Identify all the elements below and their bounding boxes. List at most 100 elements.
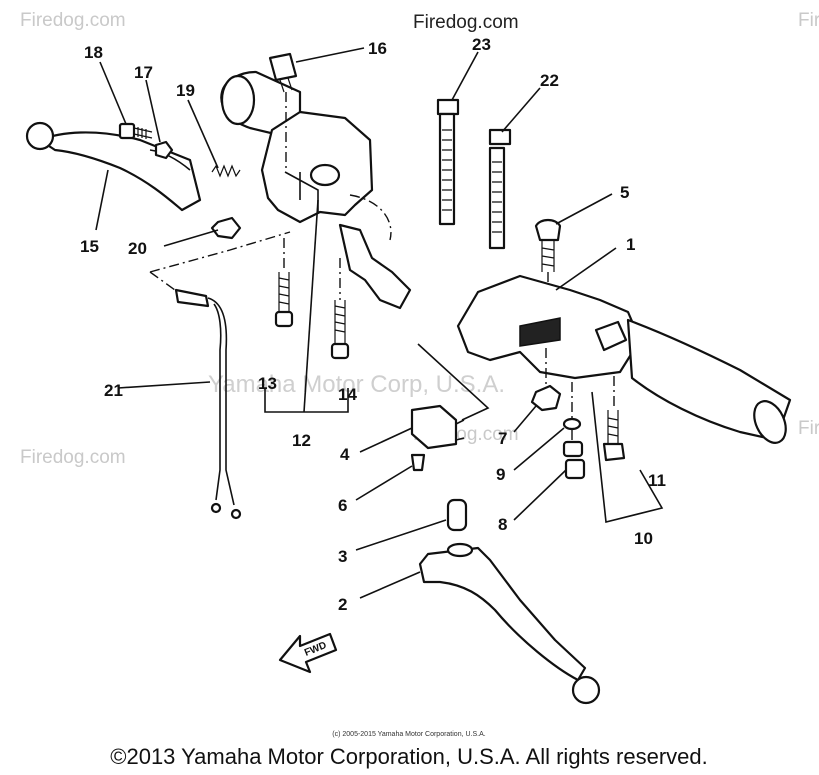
fwd-arrow-shape [278,632,338,674]
left-assembly [25,52,412,520]
right-switch-lever [519,317,561,347]
watermark-top-left: Firedog.com [20,10,126,31]
watermark-mid-left: Firedog.com [20,447,126,468]
left-switch-bore [309,163,341,187]
leader-3 [355,519,447,551]
leader-20 [163,229,219,247]
leader-15 [95,169,109,231]
leader-17 [145,79,161,143]
leader-16 [295,47,365,63]
callout-18: 18 [84,43,103,62]
cable-21-wire-a [207,297,228,430]
callout-22: 22 [540,71,559,90]
callout-11: 11 [648,471,666,490]
leader-1 [555,247,617,291]
nut-7 [530,384,562,412]
clutch-lever [38,131,202,212]
cable-tie-22-ribs [492,161,502,233]
bolt-5-thread [541,240,555,272]
screw-13-thread [278,272,290,312]
bracket-12 [264,388,349,413]
clutch-lever-edge [149,149,191,171]
callout-labels: 1 2 3 4 5 6 7 8 9 10 11 12 13 14 15 16 1… [80,35,666,614]
clutch-lever-ball [25,121,55,151]
bolt-8-shaft-top [562,440,584,458]
leader-19 [187,99,219,169]
callout-4: 4 [340,445,350,464]
nut-20 [210,216,242,240]
watermark-center: Yamaha Motor Corp, U.S.A. [208,371,505,398]
left-grip-end [220,74,256,126]
leader-7 [513,405,537,433]
callout-19: 19 [176,81,195,100]
cable-tie-23-head [436,98,460,116]
brake-lever [418,546,587,682]
brake-switch-4-terminals [455,419,465,441]
bolt-18-thread [133,127,153,139]
callout-21: 21 [104,381,123,400]
watermarks: Firedog.com Firedog.com Fir Firedog.com … [20,10,819,468]
right-assembly [410,218,792,705]
footer-copyright: ©2013 Yamaha Motor Corporation, U.S.A. A… [110,744,707,769]
callout-1: 1 [626,235,635,254]
callout-13: 13 [258,374,277,393]
cable-tie-22-head [488,128,512,146]
screw-11-head [602,442,626,462]
callout-14: 14 [338,385,357,404]
watermark-top-right: Fir [798,10,819,31]
callout-3: 3 [338,547,347,566]
nut-17 [154,140,174,160]
bolt-16-shaft [279,77,293,93]
screw-11-thread [607,410,619,444]
cable-dashline-2 [149,271,176,291]
screw-dashlines [283,238,341,300]
cable-tie-23-strap [438,112,456,226]
screw-14-head [330,342,350,360]
callout-17: 17 [134,63,153,82]
callout-9: 9 [496,465,505,484]
brake-switch-4 [410,404,458,450]
cable-tie-22-strap [488,146,506,250]
leader-22 [501,87,541,133]
callout-20: 20 [128,239,147,258]
watermark-top-center: Firedog.com [413,12,519,33]
leader-21 [117,381,211,389]
washer-9 [562,417,582,431]
screw-14-thread [334,300,346,344]
brake-switch-bracket [417,343,490,421]
callout-12: 12 [292,431,311,450]
cable-switch-21 [174,288,210,308]
cable-dashline [149,231,291,273]
callout-6: 6 [338,496,347,515]
leader-12 [303,199,319,413]
leader-6 [355,465,413,501]
leader-4 [359,427,413,453]
callout-16: 16 [368,39,387,58]
brake-lever-ball [571,675,601,705]
callout-23: 23 [472,35,491,54]
bolt-18-head [118,122,136,140]
screw-13-head [274,310,294,328]
fwd-arrow: FWD [278,632,338,674]
callout-15: 15 [80,237,99,256]
watermark-mid-right: Fir [798,418,819,439]
screw-6 [410,453,426,472]
cable-21-leads [215,430,235,506]
bracket-10 [591,391,664,523]
leader-5 [555,193,613,225]
brake-lever-pivot [446,542,474,558]
bolt-5-head [534,218,562,242]
left-lower-housing [338,223,412,310]
cable-ties [436,98,512,250]
pivot-3 [446,498,468,532]
callout-7: 7 [498,429,507,448]
callout-2: 2 [338,595,347,614]
small-copyright: (c) 2005-2015 Yamaha Motor Corporation, … [332,731,485,738]
callout-5: 5 [620,183,629,202]
leader-2 [359,571,421,599]
spring-19 [211,164,241,178]
leader-lines [95,47,617,599]
callout-8: 8 [498,515,507,534]
leader-18 [99,61,127,125]
